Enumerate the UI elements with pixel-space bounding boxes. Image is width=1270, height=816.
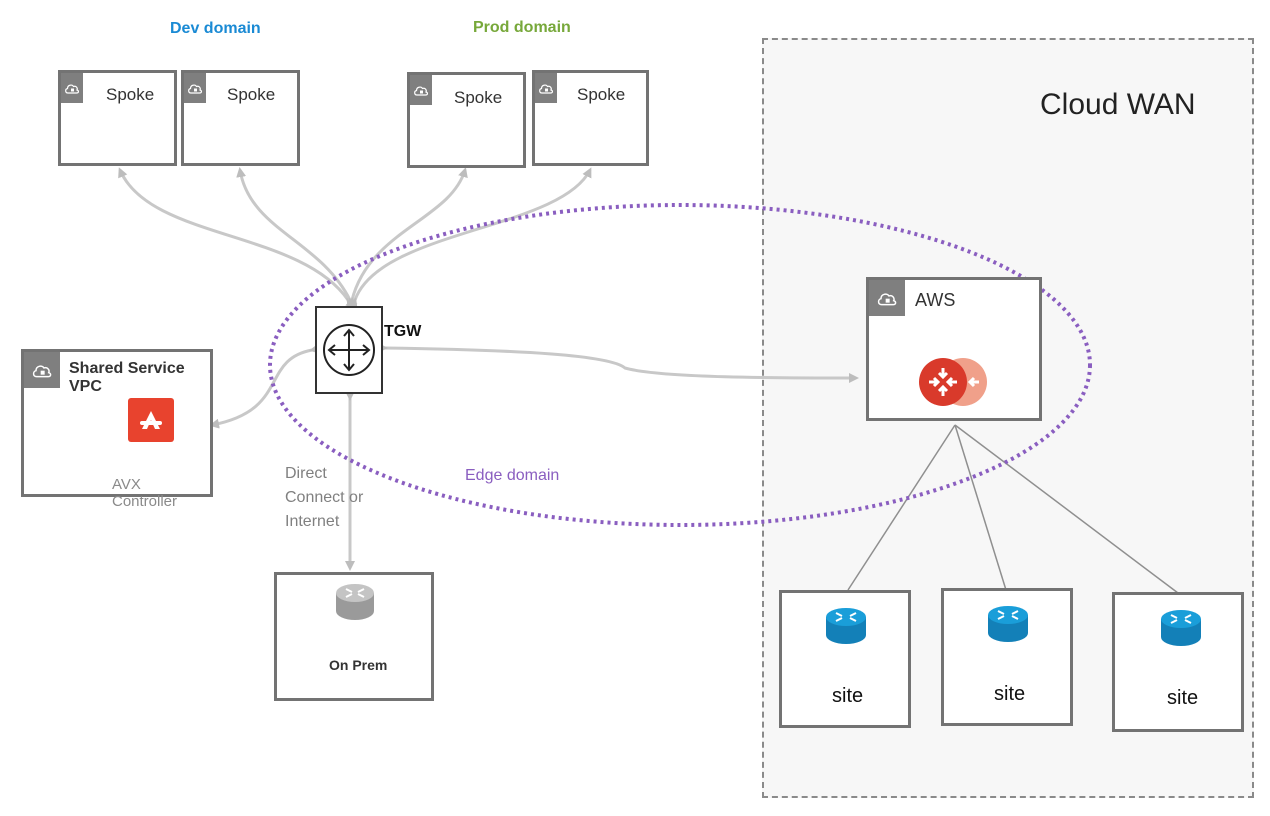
cloud-lock-icon — [184, 73, 206, 103]
spoke-box-1[interactable]: Spoke — [58, 70, 177, 166]
spoke-box-2[interactable]: Spoke — [181, 70, 300, 166]
connector-spoke-1 — [118, 167, 357, 309]
site-label: site — [832, 685, 864, 707]
cloud-wan-title: Cloud WAN — [1040, 88, 1196, 121]
connector-aws — [377, 342, 859, 383]
site-label: site — [1167, 687, 1199, 709]
router-icon — [919, 358, 987, 406]
spoke-label: Spoke — [227, 85, 276, 104]
edge-domain-label: Edge domain — [465, 467, 560, 484]
link-site-3 — [954, 424, 1179, 594]
transit-gateway-icon — [323, 324, 375, 376]
cloud-lock-icon — [24, 352, 60, 388]
site-box-1[interactable]: site — [779, 590, 911, 728]
tgw-box[interactable] — [315, 306, 383, 394]
cloud-lock-icon — [869, 280, 905, 316]
prod-domain-label: Prod domain — [473, 19, 571, 36]
cloud-lock-icon — [535, 73, 557, 103]
router-icon — [1161, 610, 1201, 646]
spoke-box-3[interactable]: Spoke — [407, 72, 526, 168]
aviatrix-logo-icon — [128, 398, 174, 442]
cloud-lock-icon — [61, 73, 83, 103]
spoke-label: Spoke — [454, 88, 503, 107]
cloud-lock-icon — [410, 75, 432, 105]
link-site-2 — [954, 424, 1007, 591]
router-icon — [826, 608, 866, 644]
aws-label: AWS — [915, 290, 956, 310]
spoke-box-4[interactable]: Spoke — [532, 70, 649, 166]
site-box-3[interactable]: site — [1112, 592, 1244, 732]
shared-service-vpc-box[interactable]: Shared Service VPC AVX Controller — [21, 349, 213, 510]
router-icon — [988, 606, 1028, 642]
on-prem-box[interactable]: On Prem — [274, 572, 434, 701]
edge-domain-ellipse — [268, 203, 1092, 527]
on-prem-label: On Prem — [329, 657, 388, 673]
connector-spoke-4 — [347, 167, 592, 309]
link-site-1 — [847, 424, 956, 591]
avx-controller-label: AVX Controller — [112, 476, 178, 510]
router-icon — [336, 584, 374, 620]
shared-service-vpc-title: Shared Service VPC — [69, 360, 185, 395]
connector-shared-service — [209, 343, 320, 429]
spoke-label: Spoke — [577, 85, 626, 104]
tgw-label: TGW — [384, 323, 422, 340]
connector-spoke-2 — [236, 167, 358, 309]
spoke-label: Spoke — [106, 85, 155, 104]
dev-domain-label: Dev domain — [170, 20, 261, 37]
site-label: site — [994, 683, 1026, 705]
aws-box[interactable]: AWS — [866, 277, 1042, 421]
site-box-2[interactable]: site — [941, 588, 1073, 726]
on-prem-link-label: Direct Connect or Internet — [285, 465, 364, 530]
